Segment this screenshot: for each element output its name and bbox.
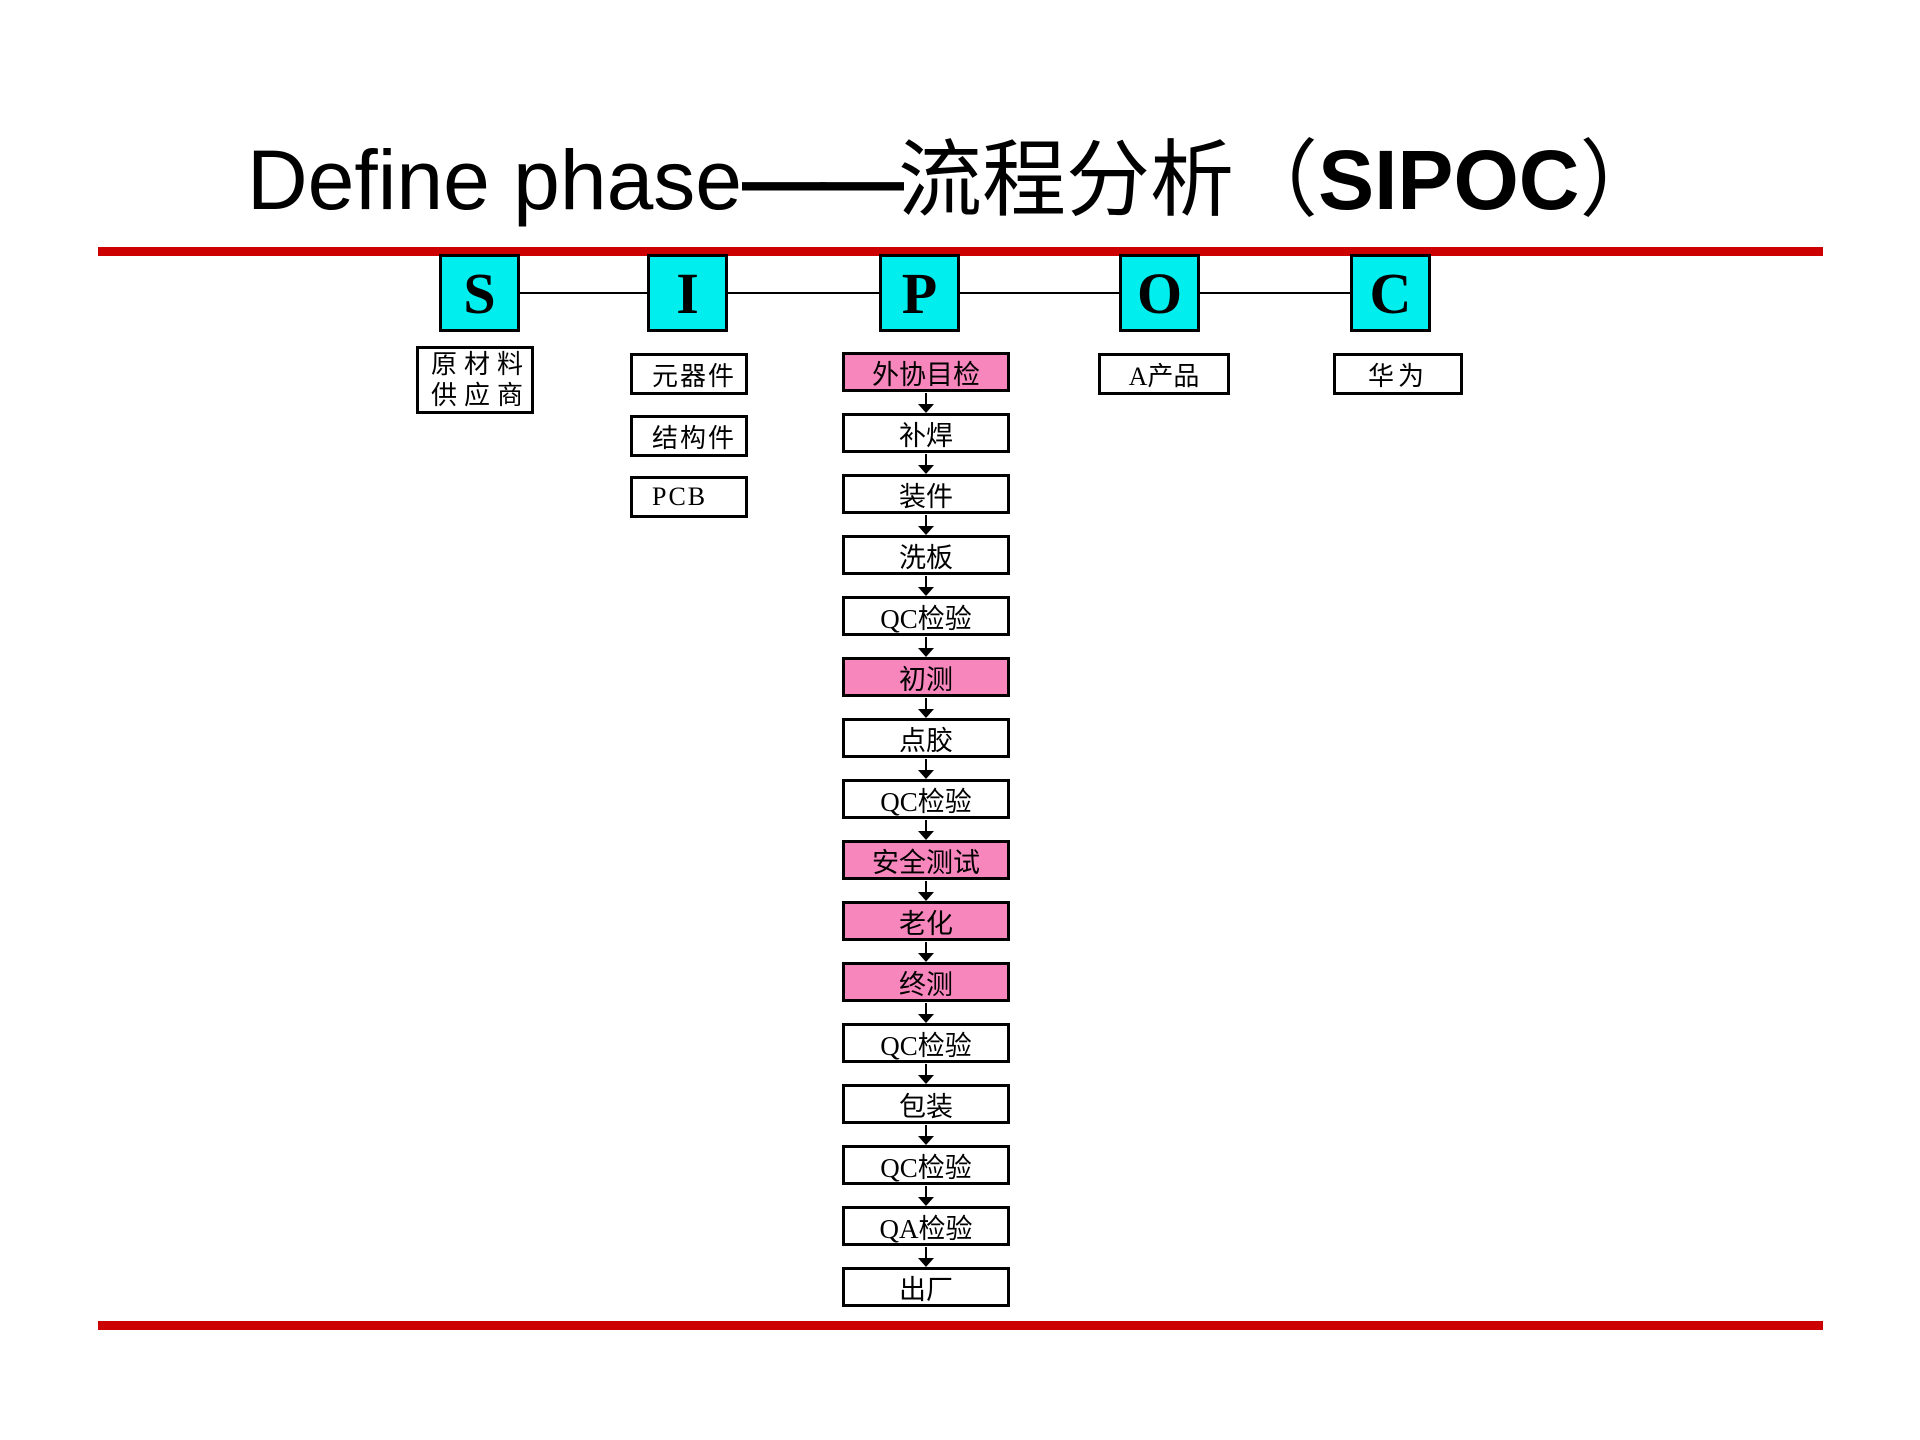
process-step: 出厂: [842, 1267, 1010, 1307]
title-sipoc-text: SIPOC: [1318, 133, 1580, 227]
title-cjk-text: 流程分析: [898, 135, 1235, 228]
process-step: 装件: [842, 474, 1010, 514]
process-step: QC检验: [842, 596, 1010, 636]
process-step: 补焊: [842, 413, 1010, 453]
supplier-line1: 原材料: [431, 350, 531, 379]
top-divider-line: [98, 247, 1823, 256]
process-step: 包装: [842, 1084, 1010, 1124]
header-box-input: I: [647, 254, 728, 332]
down-arrow-icon: [916, 1003, 936, 1023]
process-step: QA检验: [842, 1206, 1010, 1246]
down-arrow-icon: [916, 1064, 936, 1084]
page-title: Define phase——流程分析（SIPOC）: [247, 138, 1663, 224]
input-box-structural: 结构件: [630, 415, 748, 457]
down-arrow-icon: [916, 698, 936, 718]
title-open-paren: （: [1234, 135, 1319, 228]
header-box-supplier: S: [439, 254, 520, 332]
down-arrow-icon: [916, 759, 936, 779]
down-arrow-icon: [916, 881, 936, 901]
process-step: 安全测试: [842, 840, 1010, 880]
header-box-process: P: [879, 254, 960, 332]
title-dash: ——: [742, 133, 904, 227]
down-arrow-icon: [916, 393, 936, 413]
down-arrow-icon: [916, 942, 936, 962]
input-box-pcb: PCB: [630, 476, 748, 518]
process-step: 老化: [842, 901, 1010, 941]
down-arrow-icon: [916, 637, 936, 657]
title-close-paren: ）: [1579, 135, 1664, 228]
down-arrow-icon: [916, 1186, 936, 1206]
customer-box: 华为: [1333, 353, 1463, 395]
down-arrow-icon: [916, 820, 936, 840]
supplier-line2: 供应商: [431, 381, 531, 410]
process-step: QC检验: [842, 1023, 1010, 1063]
title-latin-text: Define phase: [247, 133, 743, 227]
process-step: 终测: [842, 962, 1010, 1002]
process-step: QC检验: [842, 1145, 1010, 1185]
process-step: 点胶: [842, 718, 1010, 758]
process-step: 外协目检: [842, 352, 1010, 392]
header-box-customer: C: [1350, 254, 1431, 332]
down-arrow-icon: [916, 454, 936, 474]
process-step: QC检验: [842, 779, 1010, 819]
down-arrow-icon: [916, 1125, 936, 1145]
process-step: 初测: [842, 657, 1010, 697]
bottom-divider-line: [98, 1321, 1823, 1330]
header-box-output: O: [1119, 254, 1200, 332]
input-box-components: 元器件: [630, 353, 748, 395]
down-arrow-icon: [916, 1247, 936, 1267]
supplier-box: 原材料 供应商: [416, 346, 534, 414]
down-arrow-icon: [916, 576, 936, 596]
process-step: 洗板: [842, 535, 1010, 575]
output-box: A产品: [1098, 353, 1230, 395]
down-arrow-icon: [916, 515, 936, 535]
